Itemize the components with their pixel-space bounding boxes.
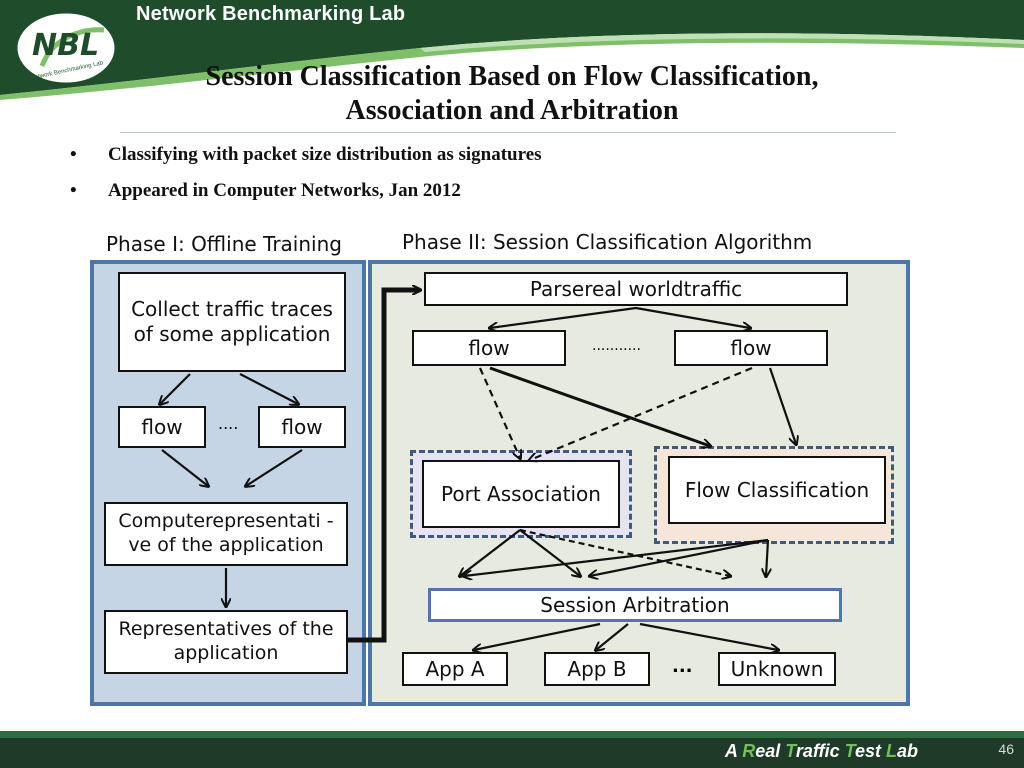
slide-footer	[0, 738, 1024, 768]
slide-header: NBL Network Benchmarking Lab Network Ben…	[0, 0, 1024, 100]
logo-emblem	[14, 10, 118, 86]
nbl-logo: NBL Network Benchmarking Lab	[12, 8, 120, 90]
phase2-flow-ellipsis: ...........	[592, 338, 641, 354]
compute-representative-box: Computerepresentati -ve of the applicati…	[104, 502, 348, 566]
title-line-2: Association and Arbitration	[345, 95, 679, 126]
page-number: 46	[998, 741, 1014, 757]
logo-mark: NBL	[32, 28, 100, 63]
phase2-label: Phase II: Session Classification Algorit…	[402, 230, 813, 254]
port-association-box: Port Association	[422, 460, 620, 528]
footer-accent	[0, 731, 1024, 739]
collect-traces-box: Collect traffic traces of some applicati…	[118, 272, 346, 372]
session-arbitration-box: Session Arbitration	[428, 588, 842, 622]
parse-traffic-box: Parsereal worldtraffic	[424, 272, 848, 306]
phase2-flow-box: flow	[674, 330, 828, 366]
bullet-dot: •	[70, 180, 77, 201]
header-swoosh	[0, 0, 1024, 100]
phase1-flow-ellipsis: ....	[218, 414, 239, 433]
bullet-item: • Classifying with packet size distribut…	[70, 144, 930, 180]
phase1-flow-box: flow	[118, 406, 206, 448]
unknown-box: Unknown	[718, 652, 836, 686]
phase2-flow-box: flow	[412, 330, 566, 366]
slide-title: Session Classification Based on Flow Cla…	[100, 60, 924, 128]
phase1-flow-box: flow	[258, 406, 346, 448]
bullet-list: • Classifying with packet size distribut…	[70, 144, 930, 216]
title-divider	[120, 132, 896, 133]
representatives-box: Representatives of the application	[104, 610, 348, 674]
bullet-text: Classifying with packet size distributio…	[108, 144, 542, 165]
lab-name: Network Benchmarking Lab	[136, 3, 406, 25]
title-line-1: Session Classification Based on Flow Cla…	[205, 61, 819, 92]
app-ellipsis: ...	[672, 656, 693, 677]
footer-tagline: A Real Traffic Test Lab	[724, 741, 918, 761]
phase1-label: Phase I: Offline Training	[106, 232, 342, 256]
app-b-box: App B	[544, 652, 650, 686]
classification-diagram: Phase I: Offline Training Phase II: Sess…	[80, 224, 920, 714]
bullet-text: Appeared in Computer Networks, Jan 2012	[108, 180, 461, 201]
bullet-dot: •	[70, 144, 77, 165]
bullet-item: • Appeared in Computer Networks, Jan 201…	[70, 180, 930, 216]
flow-classification-box: Flow Classification	[668, 456, 886, 524]
app-a-box: App A	[402, 652, 508, 686]
